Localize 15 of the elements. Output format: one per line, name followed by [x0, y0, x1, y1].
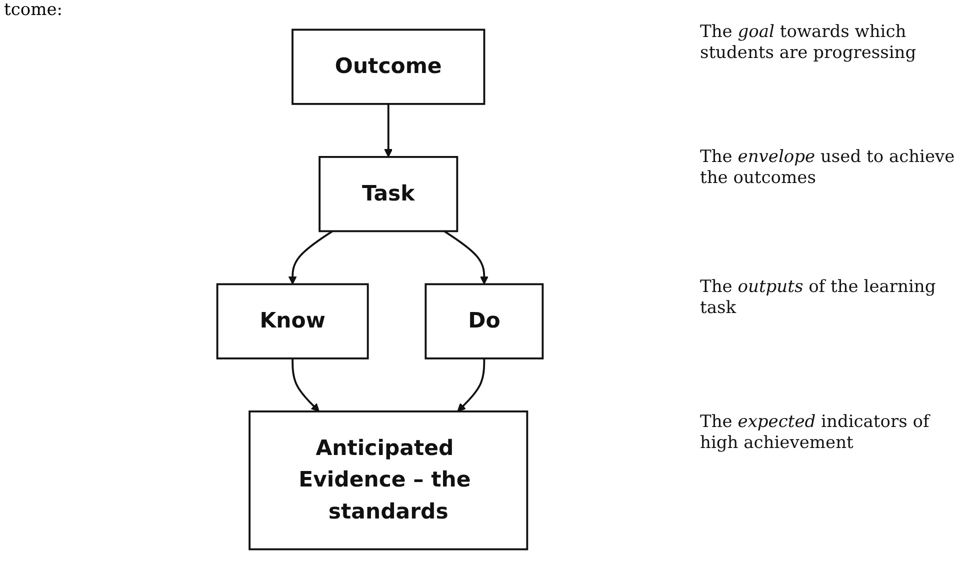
node-box: Anticipated Evidence – the standards: [248, 410, 528, 550]
side-note: The goal towards which students are progressing: [700, 22, 918, 64]
side-note: The expected indicators of high achievement: [700, 412, 932, 454]
arrow: [384, 104, 393, 158]
node-box: Task: [318, 156, 458, 232]
node-box: Know: [216, 283, 369, 360]
node-box: Do: [424, 283, 544, 360]
node-box: Outcome: [292, 28, 486, 105]
arrow: [457, 358, 486, 412]
arrow: [444, 230, 488, 285]
arrow: [288, 230, 334, 285]
cut-off-text: tcome:: [4, 0, 62, 20]
side-note: The envelope used to achieve the outcomes: [700, 147, 956, 190]
arrow: [292, 358, 320, 412]
side-note: The outputs of the learning task: [700, 277, 937, 320]
